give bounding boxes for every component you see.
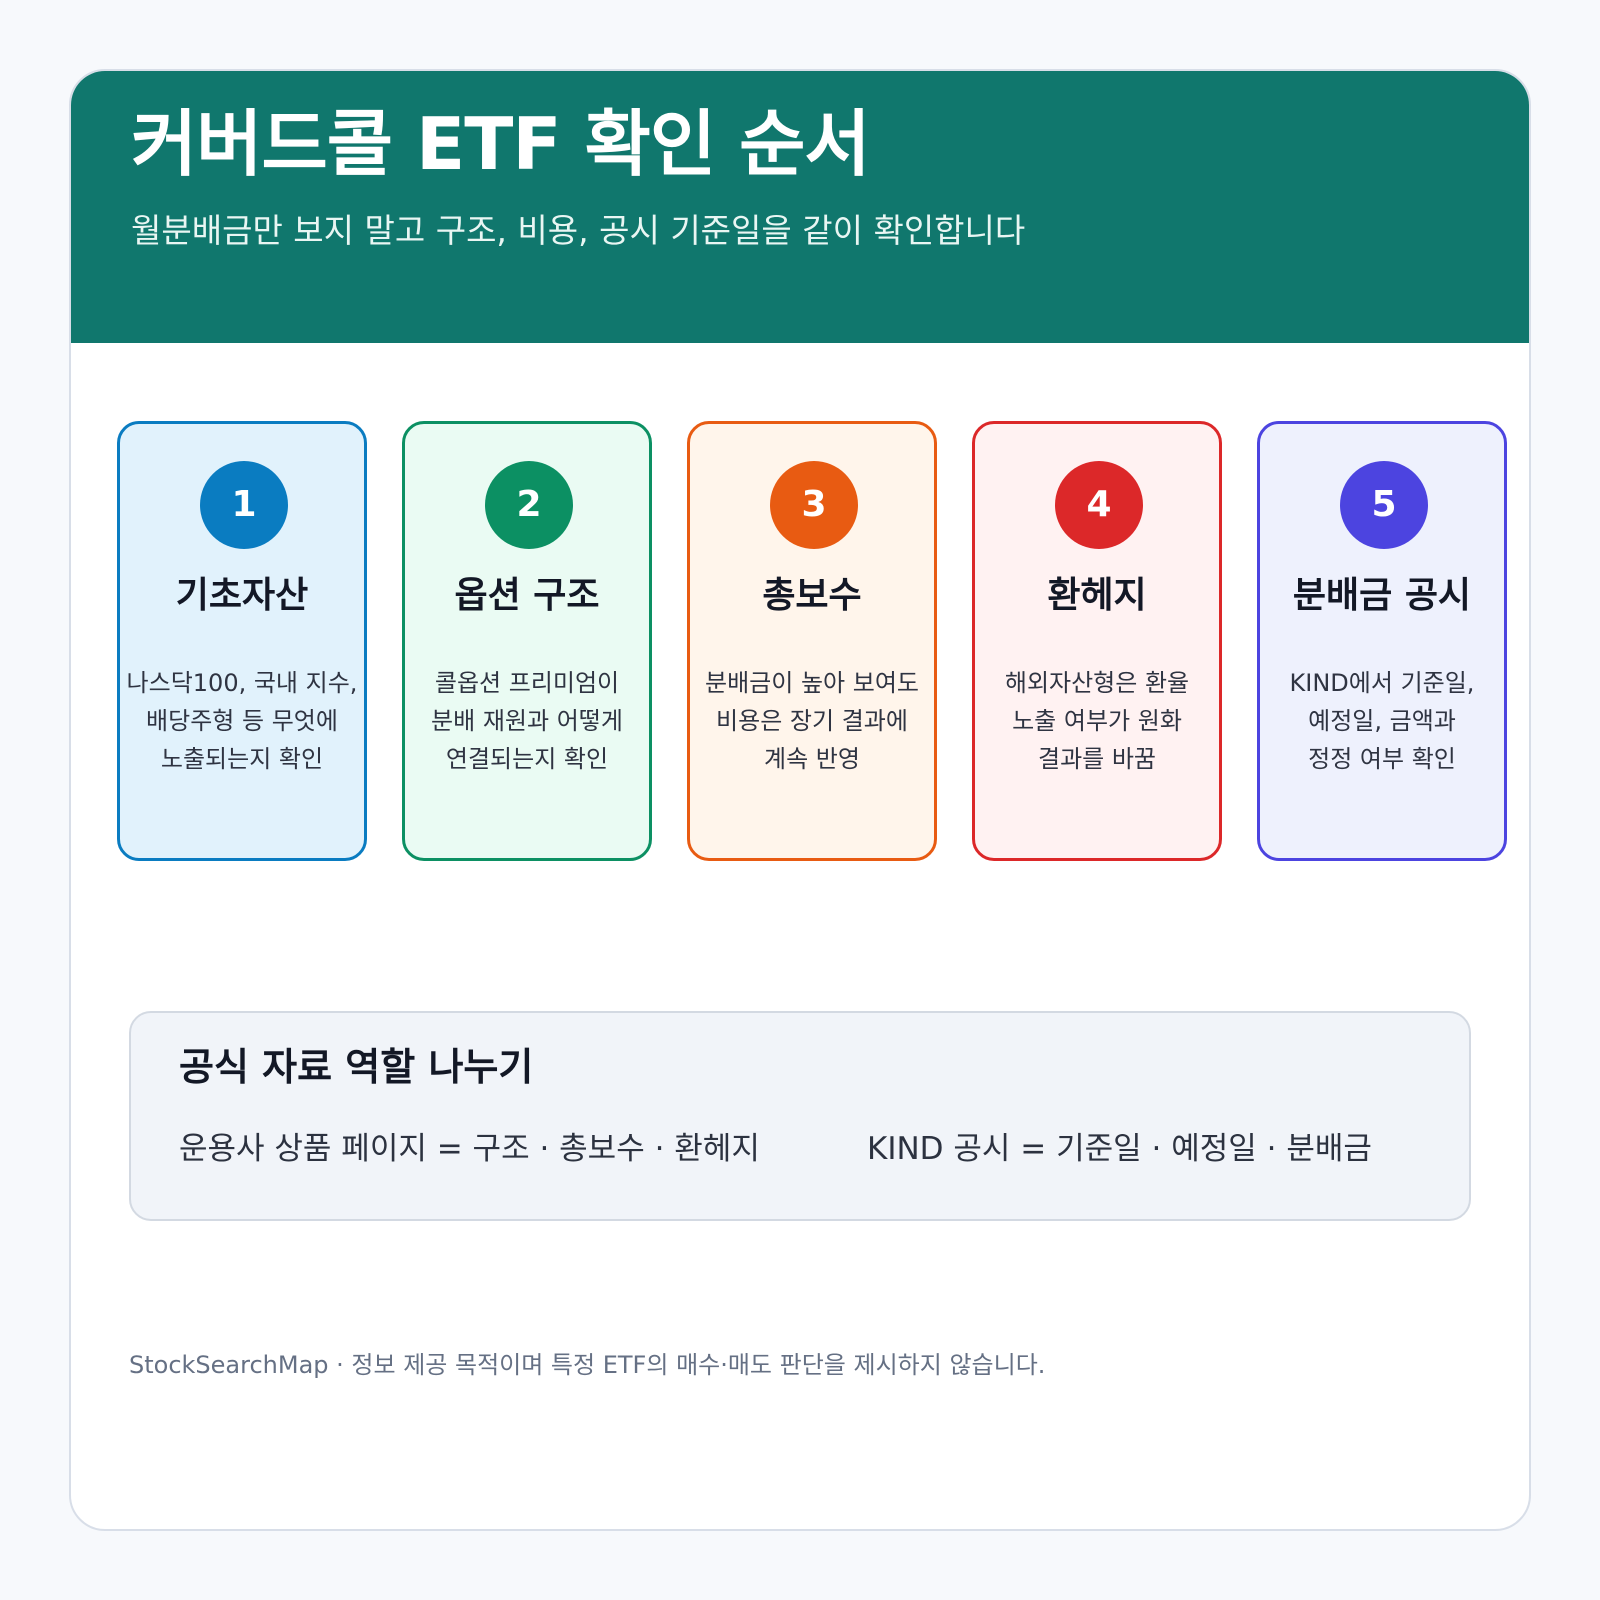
footer-disclaimer: StockSearchMap · 정보 제공 목적이며 특정 ETF의 매수·매… [129,1351,1046,1379]
step-description-line: 콜옵션 프리미엄이 [434,669,620,697]
step-card-3: 3 총보수 분배금이 높아 보여도 비용은 장기 결과에 계속 반영 [687,421,937,861]
step-description-line: 노출되는지 확인 [160,745,324,773]
step-title: 기초자산 [175,575,309,616]
step-description: KIND에서 기준일, 예정일, 금액과 정정 여부 확인 [1264,664,1500,778]
step-description-line: 결과를 바꿈 [1037,745,1157,773]
step-description-line: 노출 여부가 원화 [1012,707,1182,735]
step-description: 콜옵션 프리미엄이 분배 재원과 어떻게 연결되는지 확인 [409,664,645,778]
step-card-1: 1 기초자산 나스닥100, 국내 지수, 배당주형 등 무엇에 노출되는지 확… [117,421,367,861]
step-description: 분배금이 높아 보여도 비용은 장기 결과에 계속 반영 [694,664,930,778]
step-card-5: 5 분배금 공시 KIND에서 기준일, 예정일, 금액과 정정 여부 확인 [1257,421,1507,861]
page-subtitle: 월분배금만 보지 말고 구조, 비용, 공시 기준일을 같이 확인합니다 [131,211,1026,250]
step-description-line: 연결되는지 확인 [445,745,609,773]
step-number-badge: 4 [1055,461,1143,549]
step-description-line: 예정일, 금액과 [1308,707,1456,735]
step-title: 분배금 공시 [1292,575,1472,616]
step-description-line: 분배 재원과 어떻게 [431,707,623,735]
step-title: 환헤지 [1047,575,1147,616]
step-card-2: 2 옵션 구조 콜옵션 프리미엄이 분배 재원과 어떻게 연결되는지 확인 [402,421,652,861]
step-description-line: 계속 반영 [764,745,860,773]
step-description-line: 비용은 장기 결과에 [716,707,908,735]
header-banner: 커버드콜 ETF 확인 순서 월분배금만 보지 말고 구조, 비용, 공시 기준… [71,71,1529,343]
step-number-badge: 3 [770,461,858,549]
step-description: 나스닥100, 국내 지수, 배당주형 등 무엇에 노출되는지 확인 [124,664,360,778]
step-description-line: 해외자산형은 환율 [1004,669,1190,697]
issuer-page-role: 운용사 상품 페이지 = 구조 · 총보수 · 환헤지 [179,1131,760,1167]
step-description-line: 정정 여부 확인 [1308,745,1456,773]
step-title: 총보수 [762,575,862,616]
step-description-line: 분배금이 높아 보여도 [705,669,919,697]
step-card-4: 4 환헤지 해외자산형은 환율 노출 여부가 원화 결과를 바꿈 [972,421,1222,861]
page-title: 커버드콜 ETF 확인 순서 [131,102,871,186]
step-description: 해외자산형은 환율 노출 여부가 원화 결과를 바꿈 [979,664,1215,778]
step-description-line: 배당주형 등 무엇에 [146,707,338,735]
step-number-badge: 2 [485,461,573,549]
step-description-line: KIND에서 기준일, [1289,669,1475,697]
infographic-card: 커버드콜 ETF 확인 순서 월분배금만 보지 말고 구조, 비용, 공시 기준… [69,69,1531,1531]
step-description-line: 나스닥100, 국내 지수, [126,669,358,697]
step-number-badge: 1 [200,461,288,549]
step-number-badge: 5 [1340,461,1428,549]
step-title: 옵션 구조 [454,575,600,616]
panel-title: 공식 자료 역할 나누기 [179,1045,534,1089]
kind-disclosure-role: KIND 공시 = 기준일 · 예정일 · 분배금 [867,1131,1372,1167]
official-sources-panel: 공식 자료 역할 나누기 운용사 상품 페이지 = 구조 · 총보수 · 환헤지… [129,1011,1471,1221]
